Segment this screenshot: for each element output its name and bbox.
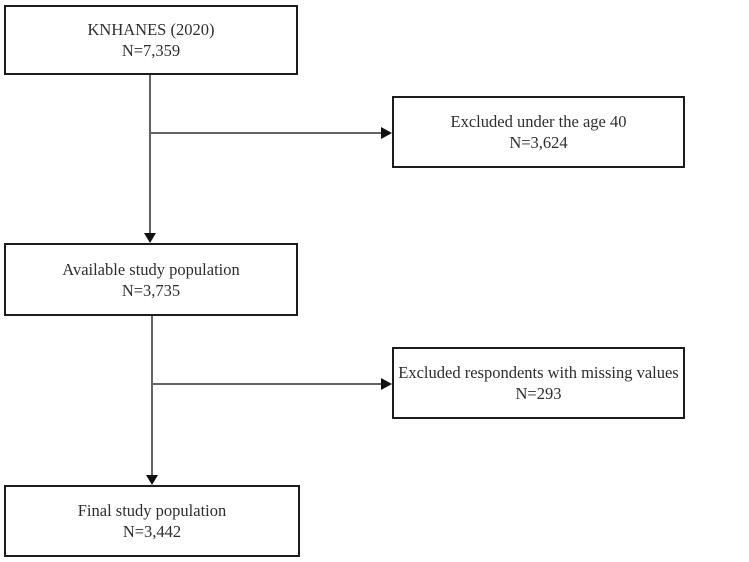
arrow-down-icon [144, 233, 156, 243]
flow-box-final: Final study population N=3,442 [4, 485, 300, 557]
flow-box-knhanes: KNHANES (2020) N=7,359 [4, 5, 298, 75]
flow-box-excluded-missing: Excluded respondents with missing values… [392, 347, 685, 419]
arrow-down-icon [146, 475, 158, 485]
flow-box-available: Available study population N=3,735 [4, 243, 298, 316]
connector-available-to-final [151, 316, 153, 476]
flow-box-excluded-age-label: Excluded under the age 40 [450, 112, 627, 131]
flow-box-available-label: Available study population [62, 259, 240, 279]
connector-branch-excluded-missing [152, 383, 382, 385]
flow-box-excluded-missing-n: N=293 [515, 384, 562, 403]
flow-box-excluded-age: Excluded under the age 40 N=3,624 [392, 96, 685, 168]
flow-box-knhanes-label: KNHANES (2020) [87, 20, 215, 39]
flow-box-excluded-age-n: N=3,624 [509, 133, 568, 152]
flow-box-final-n: N=3,442 [122, 522, 182, 541]
flow-box-knhanes-n: N=7,359 [121, 41, 181, 60]
connector-branch-excluded-age [150, 132, 382, 134]
flow-box-excluded-missing-label: Excluded respondents with missing values [398, 363, 679, 382]
arrow-right-icon [381, 378, 392, 390]
connector-knhanes-to-available [149, 75, 151, 235]
arrow-right-icon [381, 127, 392, 139]
flow-box-available-n: N=3,735 [121, 280, 181, 300]
flow-box-final-label: Final study population [77, 501, 227, 520]
